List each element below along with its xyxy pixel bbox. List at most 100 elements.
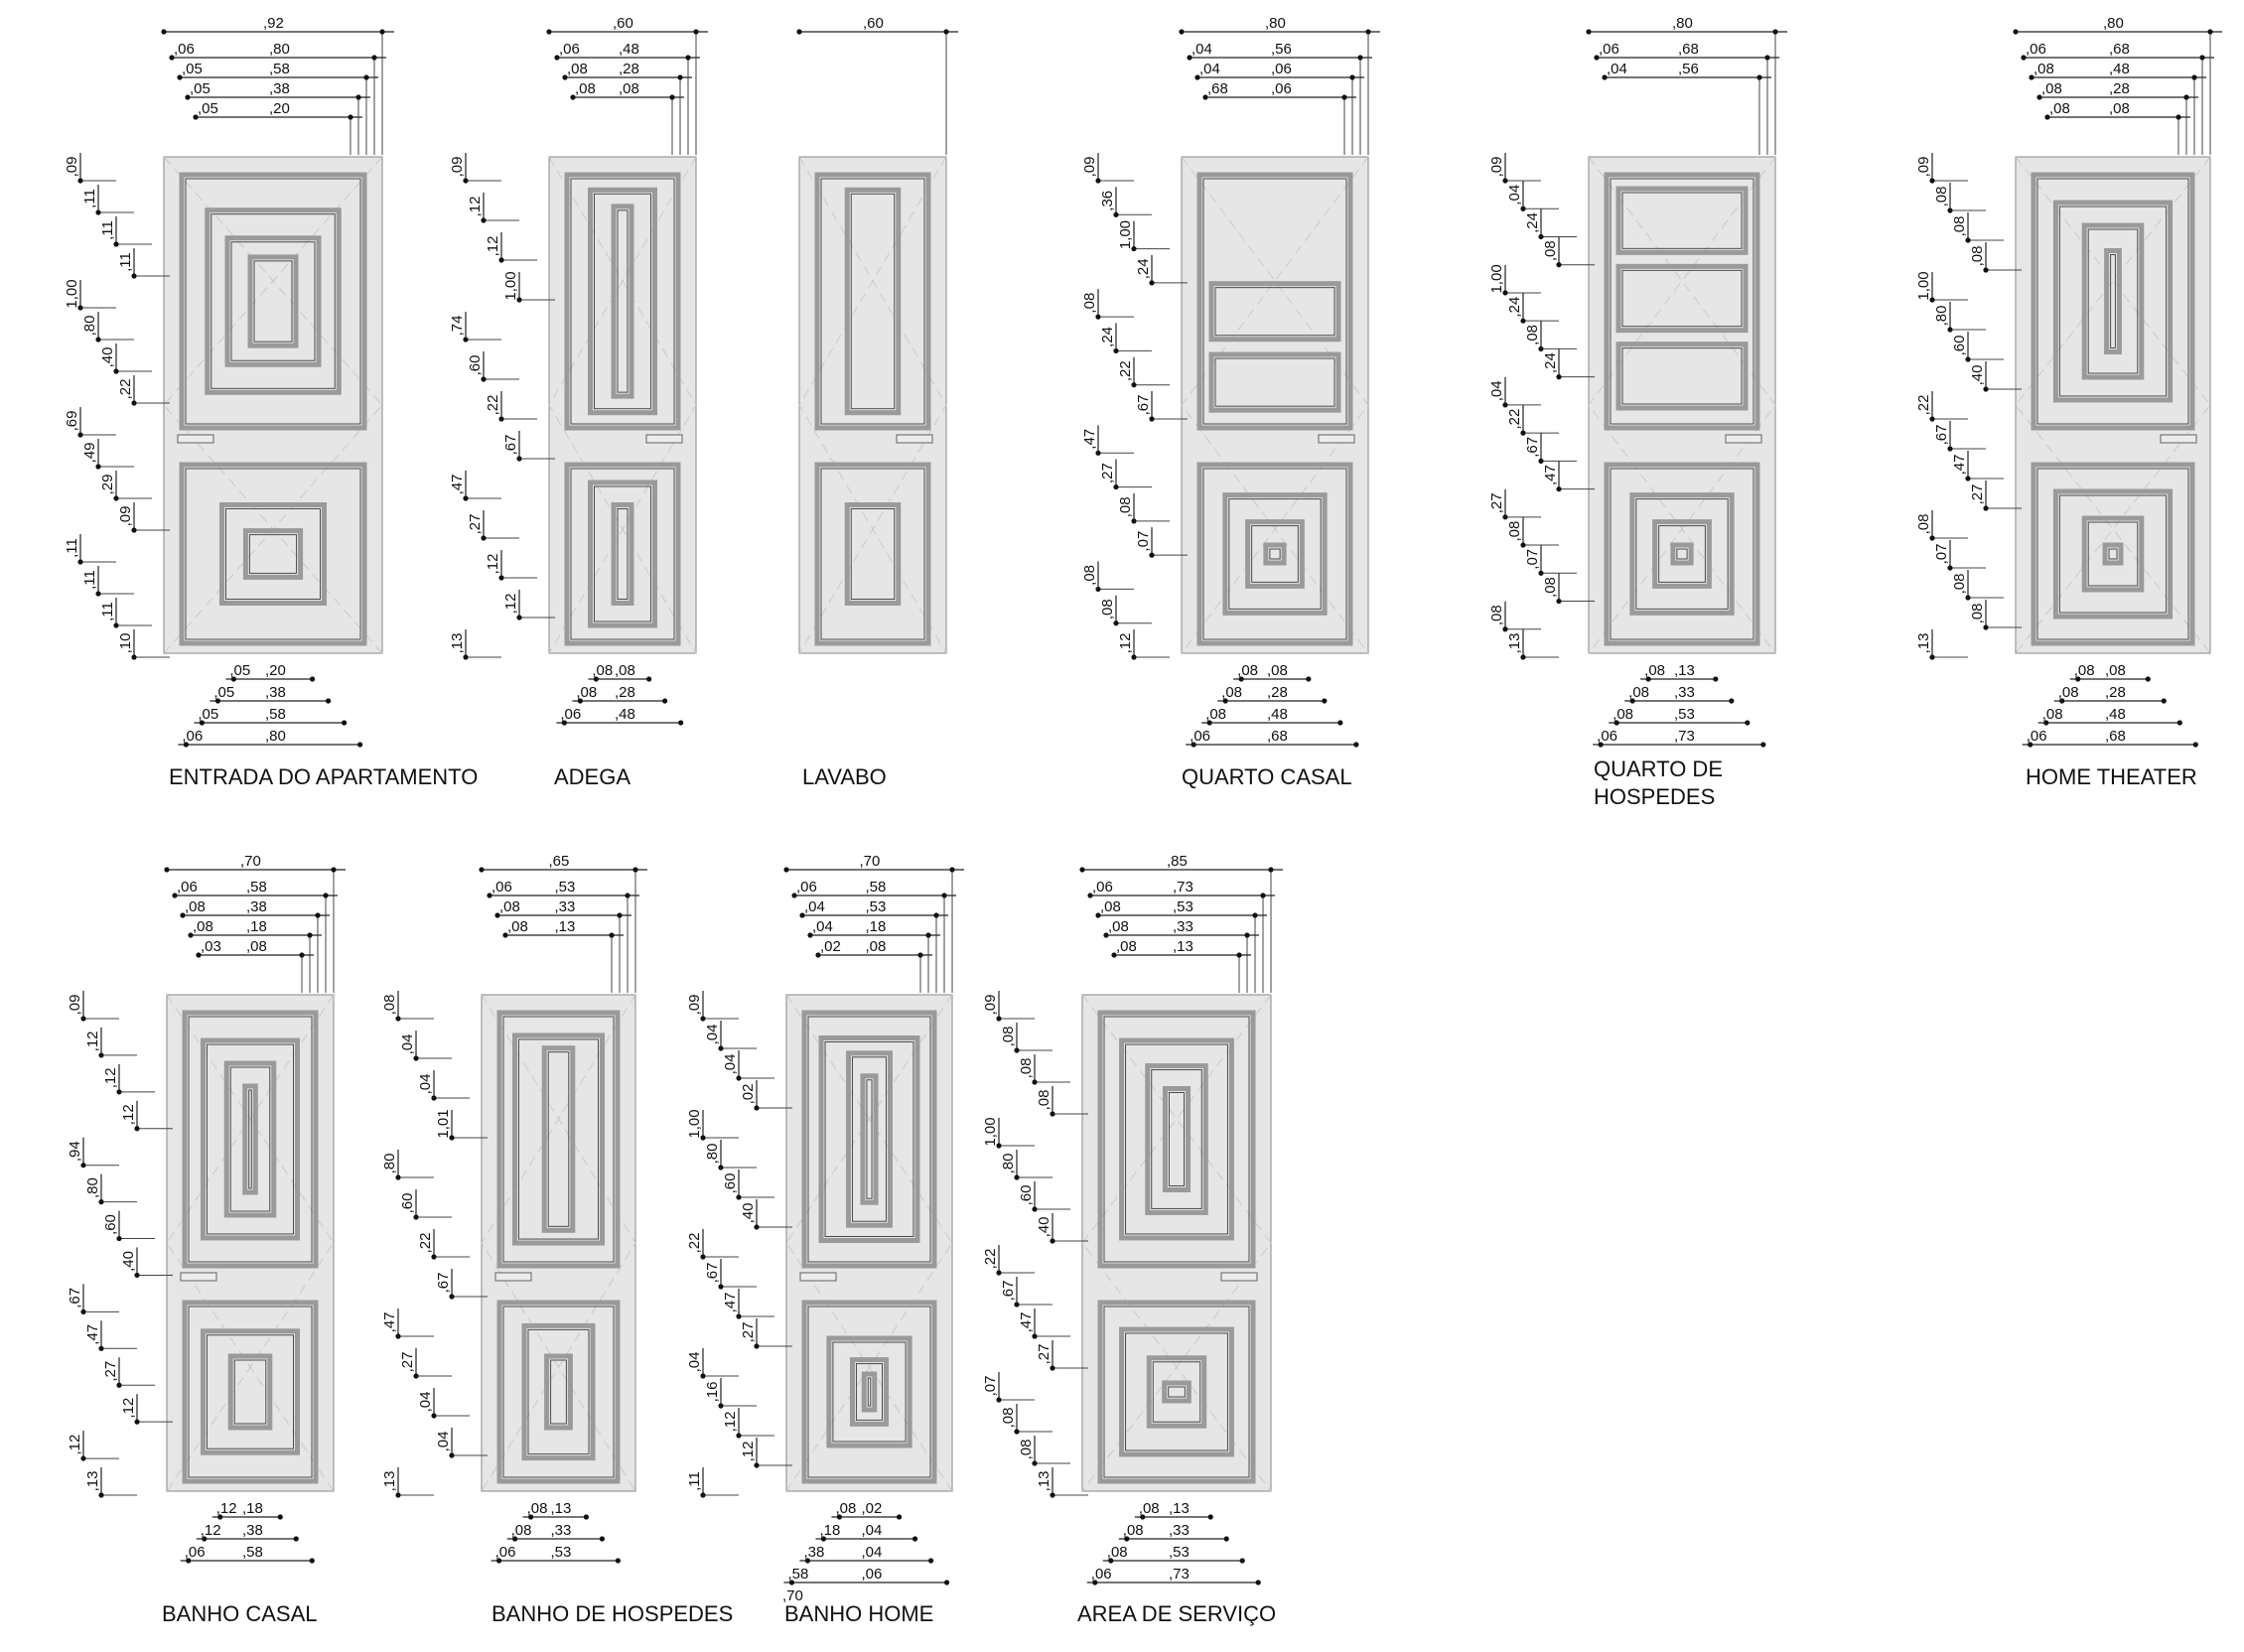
- lower-panel-frame-4-inner: [867, 1377, 872, 1407]
- bottom-dim-value: ,06: [185, 1544, 206, 1561]
- left-dim-value: ,80: [704, 1144, 721, 1165]
- left-dim-value: ,12: [740, 1442, 757, 1462]
- dim-tick: [646, 676, 652, 682]
- door-adega: ,60,06,48,08,28,08,08,08,08,08,28,06,48,…: [449, 15, 708, 789]
- top-dim-value: ,13: [555, 918, 576, 935]
- top-dim-value: ,80: [1672, 15, 1693, 32]
- left-dim-value: ,08: [1951, 574, 1968, 595]
- lower-panel-frame-1-inner: [502, 1306, 615, 1478]
- swing-line: [1588, 156, 1776, 654]
- lower-panel-frame-1-inner: [185, 468, 361, 640]
- lower-panel-frame-2-inner: [850, 508, 896, 600]
- dim-tick: [230, 676, 236, 682]
- dim-tick: [77, 432, 83, 438]
- left-dim-value: ,47: [449, 475, 466, 495]
- left-dim-value: ,11: [686, 1471, 703, 1491]
- lower-panel-frame-1: [1604, 462, 1760, 646]
- left-dim-value: ,09: [686, 995, 703, 1016]
- swing-line: [2015, 156, 2211, 654]
- left-dim-value: ,60: [467, 355, 484, 376]
- left-dim-value: ,60: [102, 1214, 119, 1235]
- bottom-dim-value: ,08: [615, 662, 635, 679]
- dim-tick: [2044, 114, 2050, 120]
- dim-tick: [662, 698, 668, 704]
- dim-tick: [1202, 94, 1208, 100]
- dim-tick: [131, 273, 137, 279]
- stack-panel-1: [1615, 186, 1749, 255]
- door-quarto-hospedes: ,80,06,68,04,56,08,13,08,33,08,53,06,73,…: [1488, 15, 1787, 809]
- left-dim-value: ,67: [1524, 437, 1541, 458]
- left-dim-value: ,47: [722, 1293, 739, 1313]
- dim-tick: [2176, 720, 2182, 726]
- dim-tick: [331, 867, 337, 873]
- left-dim-value: ,27: [1099, 463, 1116, 483]
- door-banho-home: ,70,06,58,04,53,04,18,02,08,08,02,18,04,…: [686, 853, 964, 1626]
- dim-tick: [1131, 654, 1137, 660]
- swing-line: [481, 994, 636, 1492]
- dim-tick: [1613, 720, 1619, 726]
- dim-tick: [1965, 476, 1971, 482]
- upper-panel-frame-3-inner: [852, 1056, 887, 1222]
- dim-tick: [116, 1382, 122, 1388]
- bottom-dim-value: ,48: [2105, 706, 2126, 723]
- bottom-dim-value: ,73: [1674, 728, 1695, 745]
- top-dim-value: ,04: [1199, 61, 1220, 77]
- dim-tick: [1014, 1429, 1020, 1435]
- dim-tick: [599, 1536, 606, 1542]
- dim-tick: [996, 1397, 1002, 1403]
- upper-panel-frame-4: [1162, 1086, 1192, 1192]
- bottom-dim-value: ,28: [1267, 684, 1288, 701]
- bottom-dim-value: ,08: [1221, 684, 1242, 701]
- dim-tick: [1760, 742, 1766, 748]
- left-dim-value: ,22: [1506, 409, 1523, 430]
- lower-panel-frame-1: [2031, 462, 2195, 646]
- lower-panel-frame-2: [1222, 492, 1328, 616]
- dim-tick: [1756, 74, 1762, 80]
- upper-panel-frame-2: [2052, 200, 2174, 403]
- handle: [177, 434, 214, 444]
- bottom-dim-value: ,06: [182, 728, 203, 745]
- dim-tick: [164, 867, 170, 873]
- dim-tick: [516, 456, 522, 462]
- left-dim-value: ,36: [1099, 191, 1116, 211]
- dim-tick: [2175, 114, 2181, 120]
- left-dim-value: ,08: [381, 995, 398, 1016]
- dim-tick: [131, 654, 137, 660]
- dim-tick: [116, 1089, 122, 1095]
- top-dim-value: ,08: [507, 918, 528, 935]
- left-dim-value: ,16: [704, 1382, 721, 1403]
- top-dim-value: ,28: [2109, 80, 2130, 97]
- dim-tick: [788, 1580, 795, 1585]
- dim-tick: [449, 1452, 455, 1458]
- left-dim-value: ,09: [64, 157, 80, 178]
- upper-panel-frame-2-inner: [594, 193, 651, 410]
- dim-tick: [1191, 742, 1196, 748]
- dim-tick: [1124, 1536, 1130, 1542]
- top-dim-value: ,60: [613, 15, 633, 32]
- upper-panel-frame-2-inner: [2058, 206, 2168, 397]
- dim-tick: [185, 94, 191, 100]
- lower-panel-frame-2: [1119, 1326, 1234, 1457]
- dim-tick: [1223, 1536, 1229, 1542]
- dim-tick: [1983, 267, 1989, 273]
- handle: [645, 434, 683, 444]
- dim-tick: [413, 1055, 419, 1061]
- left-dim-value: ,94: [67, 1141, 83, 1162]
- dim-tick: [1713, 676, 1719, 682]
- left-dim-value: ,24: [1135, 258, 1152, 279]
- left-dim-value: ,24: [1099, 327, 1116, 347]
- dim-tick: [1983, 624, 1989, 630]
- dim-tick: [2161, 698, 2167, 704]
- lower-panel-frame-4-inner: [1269, 548, 1281, 560]
- lower-panel-frame-1: [801, 1300, 937, 1484]
- dim-tick: [1983, 505, 1989, 511]
- swing-line: [1181, 156, 1369, 654]
- dim-tick: [678, 720, 684, 726]
- bottom-dim-value: ,12: [201, 1522, 221, 1539]
- bottom-dim-value: ,20: [265, 662, 286, 679]
- door-banho-hospedes: ,65,06,53,08,33,08,13,08,13,08,33,06,53,…: [381, 853, 733, 1626]
- bottom-dim-value: ,38: [803, 1544, 824, 1561]
- dim-tick: [754, 1343, 760, 1349]
- top-dim-value: ,58: [866, 879, 887, 895]
- bottom-dim-value: ,28: [615, 684, 635, 701]
